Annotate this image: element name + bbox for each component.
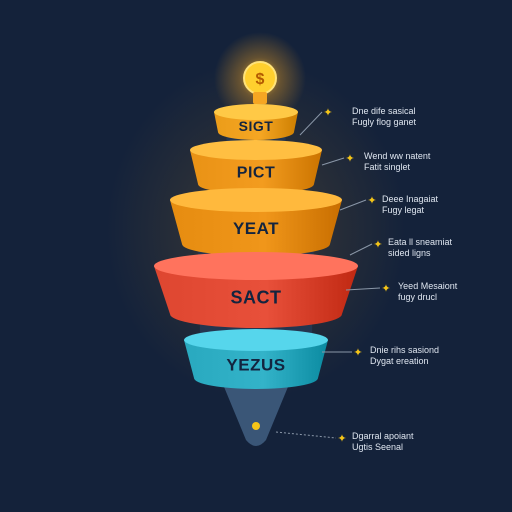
sparkle-icon: ✦ <box>381 282 390 295</box>
sparkle-icon: ✦ <box>367 194 376 207</box>
annotation-connector <box>349 243 373 256</box>
funnel-tier-1: SIGT <box>214 104 298 140</box>
tier-body <box>154 266 358 328</box>
tier-body <box>170 200 342 256</box>
annotation-line-1: Deee Inagaiat <box>382 194 439 204</box>
annotation-line-2: fugy drucl <box>398 292 438 302</box>
annotation-line-1: Yeed Mesaiont <box>398 281 458 291</box>
annotation-connector <box>275 431 337 439</box>
annotation-line-1: Dne dife sasical <box>352 106 416 116</box>
funnel-tier-2: PICT <box>190 140 322 194</box>
sparkle-icon: ✦ <box>337 432 346 445</box>
tier-label: PICT <box>237 165 275 182</box>
tier-label: SIGT <box>239 118 274 134</box>
tier-label: YEAT <box>233 219 279 238</box>
tier-top <box>154 252 358 280</box>
annotation-line-1: Dnie rihs sasiond <box>370 345 440 355</box>
funnel-tier-3: YEAT <box>170 188 342 256</box>
annotation-line-1: Dgarral apoiant <box>352 431 414 441</box>
sparkle-icon: ✦ <box>373 238 382 251</box>
annotation-line-2: Dygat ereation <box>370 356 429 366</box>
annotation-connector <box>299 111 323 136</box>
annotation-line-2: sided ligns <box>388 248 431 258</box>
sparkle-icon: ✦ <box>345 152 354 165</box>
funnel-tip-dot <box>252 422 260 430</box>
lightbulb-dollar-icon: $ <box>214 32 306 124</box>
annotation-connector <box>345 287 381 291</box>
annotation-connector <box>339 199 367 211</box>
tier-top <box>170 188 342 212</box>
dollar-sign: $ <box>256 71 265 88</box>
annotation-line-2: Fugly flog ganet <box>352 117 417 127</box>
tier-label: YEZUS <box>226 355 285 374</box>
annotation-line-2: Fugy legat <box>382 205 425 215</box>
annotation-line-2: Ugtis Seenal <box>352 442 404 452</box>
tier-body <box>184 340 328 389</box>
annotation-line-1: Eata ll sneamiat <box>388 237 453 247</box>
tier-top <box>214 104 298 120</box>
sparkle-icon: ✦ <box>353 346 362 359</box>
funnel-tip <box>222 382 290 446</box>
tier-body <box>214 112 298 140</box>
funnel-tier-5: YEZUS <box>184 329 328 389</box>
tier-top <box>184 329 328 351</box>
annotation-line-2: Fatit singlet <box>364 162 411 172</box>
tier-label: SACT <box>231 287 282 307</box>
tier-top <box>190 140 322 160</box>
annotation-connector <box>321 157 345 166</box>
tier-body <box>190 150 322 194</box>
annotation-line-1: Wend ww natent <box>364 151 431 161</box>
sparkle-icon: ✦ <box>323 106 332 119</box>
funnel-tier-4: SACT <box>154 252 358 328</box>
